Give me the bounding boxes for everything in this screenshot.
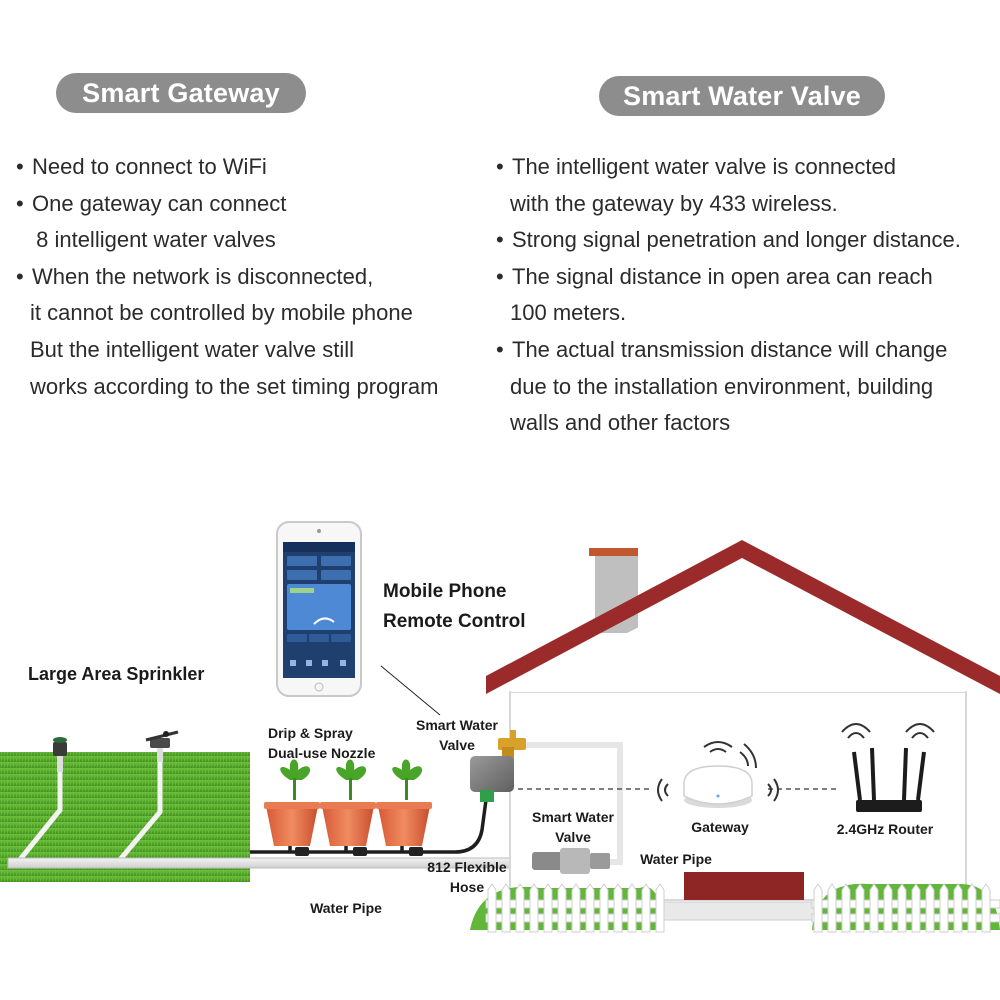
valve-bullet-3-line-1: • The signal distance in open area can re… <box>496 259 996 296</box>
smart-gateway-heading: Smart Gateway <box>56 73 306 113</box>
valve-bullet-1-line-2: with the gateway by 433 wireless. <box>496 186 996 223</box>
bullet-text: with the gateway by 433 wireless. <box>510 190 838 216</box>
bullet-dot-icon: • <box>16 190 24 216</box>
bullet-text: The signal distance in open area can rea… <box>512 263 933 289</box>
bullet-dot-icon: • <box>16 154 24 179</box>
sprinkler-icon <box>53 737 67 772</box>
house-water-pipe-label: Water Pipe <box>640 851 712 867</box>
wifi-signal-icon <box>657 741 779 802</box>
gateway-icon <box>683 765 753 808</box>
fence-picket <box>925 883 935 933</box>
indoor-valve-label-2: Valve <box>555 829 591 845</box>
fence-picket <box>655 883 665 933</box>
front-yard <box>470 883 1000 933</box>
fence-picket <box>557 883 567 933</box>
valve-bullet-2-line-1: • Strong signal penetration and longer di… <box>496 222 996 259</box>
bullet-text: The intelligent water valve is connected <box>512 154 896 179</box>
gateway-bullet-2-line-2: 8 intelligent water valves <box>16 222 486 259</box>
fence-picket <box>515 883 525 933</box>
outdoor-valve-label-2: Valve <box>439 737 475 753</box>
fence-picket <box>813 883 823 933</box>
pointer-line <box>380 665 441 716</box>
fence-picket <box>613 883 623 933</box>
gateway-bullet-3-line-2: it cannot be controlled by mobile phone <box>16 295 486 332</box>
bullet-text: But the intelligent water valve still <box>30 336 355 362</box>
gateway-bullet-3-line-1: • When the network is disconnected, <box>16 259 486 296</box>
router-label: 2.4GHz Router <box>837 821 934 837</box>
bullet-text: The actual transmission distance will ch… <box>512 336 948 362</box>
smart-water-valve-heading: Smart Water Valve <box>599 76 885 116</box>
bullet-text: it cannot be controlled by mobile phone <box>30 300 413 326</box>
plant-icon <box>264 759 432 846</box>
valve-bullet-3-line-2: 100 meters. <box>496 295 996 332</box>
bullet-text: One gateway can connect <box>32 190 287 216</box>
router-icon <box>841 723 935 812</box>
sprinkler-pipes <box>16 760 163 864</box>
fence-picket <box>855 883 865 933</box>
fence-picket <box>627 883 637 933</box>
bullet-text: Strong signal penetration and longer dis… <box>512 227 961 253</box>
inside-valve-icon <box>532 848 610 874</box>
flexible-hose-label-2: Hose <box>450 879 484 895</box>
fence-picket <box>939 883 949 933</box>
impact-sprinkler-icon <box>145 730 179 762</box>
phone-icon <box>276 521 362 697</box>
bullet-text: due to the installation environment, bui… <box>510 373 934 399</box>
valve-feature-list: • The intelligent water valve is connecte… <box>496 149 996 442</box>
valve-bullet-4-line-3: walls and other factors <box>496 405 996 442</box>
valve-bullet-1-line-1: • The intelligent water valve is connecte… <box>496 149 996 186</box>
gateway-label: Gateway <box>691 819 749 835</box>
fence-picket <box>841 883 851 933</box>
gateway-bullet-1-line-1: • Need to connect to WiFi <box>16 149 486 186</box>
indoor-valve-label-1: Smart Water <box>532 809 615 825</box>
ground-water-pipe-label: Water Pipe <box>310 900 382 916</box>
gateway-bullet-3-line-3: But the intelligent water valve still <box>16 332 486 369</box>
fence-picket <box>883 883 893 933</box>
fence-picket <box>827 883 837 933</box>
valve-bullet-4-line-1: • The actual transmission distance will c… <box>496 332 996 369</box>
fence-picket <box>967 883 977 933</box>
bullet-text: walls and other factors <box>510 410 731 436</box>
drip-spray-label-2: Dual-use Nozzle <box>268 745 376 761</box>
mobile-remote-label-1: Mobile Phone <box>383 581 507 602</box>
fence-picket <box>529 883 539 933</box>
bullet-text: Need to connect to WiFi <box>32 154 267 179</box>
bullet-dot-icon: • <box>496 154 504 179</box>
bullet-text: works according to the set timing progra… <box>30 373 439 399</box>
bullet-text: 100 meters. <box>510 300 627 326</box>
fence-picket <box>953 883 963 933</box>
valve-bullet-4-line-2: due to the installation environment, bui… <box>496 369 996 406</box>
bullet-text: 8 intelligent water valves <box>30 227 276 253</box>
drip-connectors <box>295 847 423 856</box>
fence-picket <box>869 883 879 933</box>
fence-picket <box>543 883 553 933</box>
bullet-dot-icon: • <box>496 336 504 362</box>
bullet-text: When the network is disconnected, <box>32 263 374 289</box>
drip-spray-label-1: Drip & Spray <box>268 725 353 741</box>
mobile-remote-label-2: Remote Control <box>383 611 526 632</box>
fence-picket <box>897 883 907 933</box>
fence-picket <box>501 883 511 933</box>
fence-picket <box>487 883 497 933</box>
outdoor-valve-label-1: Smart Water <box>416 717 499 733</box>
fence-picket <box>981 883 991 933</box>
fence-picket <box>585 883 595 933</box>
large-area-sprinkler-label: Large Area Sprinkler <box>28 664 204 684</box>
gateway-feature-list: • Need to connect to WiFi • One gateway can… <box>16 149 486 405</box>
bullet-dot-icon: • <box>496 227 504 253</box>
gateway-bullet-3-line-4: works according to the set timing progra… <box>16 369 486 406</box>
fence-picket <box>571 883 581 933</box>
gateway-bullet-2-line-1: • One gateway can connect <box>16 186 486 223</box>
bullet-dot-icon: • <box>16 263 24 289</box>
fence-picket <box>641 883 651 933</box>
flexible-hose-label-1: 812 Flexible <box>427 859 507 875</box>
bullet-dot-icon: • <box>496 263 504 289</box>
fence-picket <box>599 883 609 933</box>
fence-picket <box>911 883 921 933</box>
smart-valve-device <box>470 756 514 802</box>
